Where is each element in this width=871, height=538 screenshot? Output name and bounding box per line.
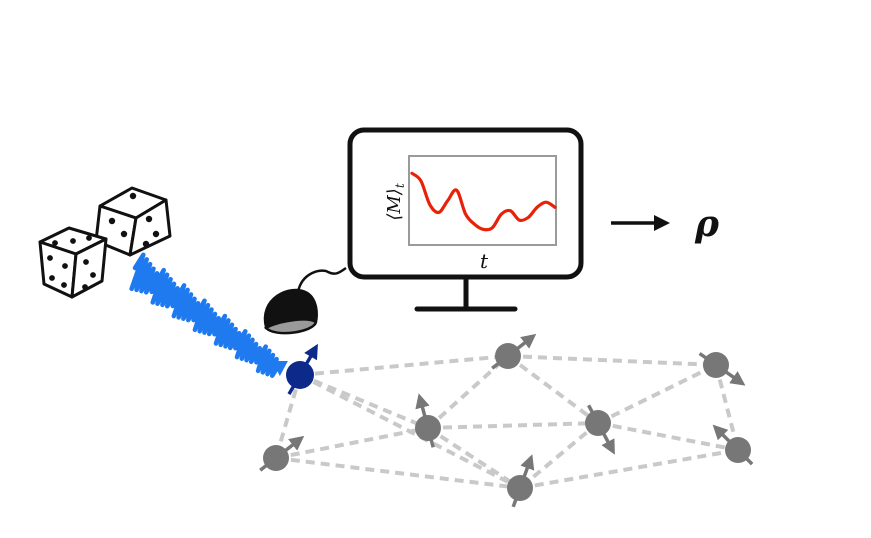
network-bond <box>519 448 739 490</box>
monitor-icon: ⟨M⟩t t <box>347 127 584 312</box>
plot-ylabel-main: ⟨M⟩ <box>384 188 405 220</box>
spin-site <box>259 435 305 472</box>
plot-area <box>408 155 557 246</box>
network-bond <box>597 363 717 425</box>
dice-icon <box>38 186 172 299</box>
probe-spin-node <box>286 361 314 389</box>
network-bond <box>518 421 600 490</box>
spin-site <box>712 424 754 466</box>
network-bond <box>426 354 510 430</box>
network-bond <box>507 354 717 367</box>
probe-spin <box>286 343 318 395</box>
network-bond <box>275 426 429 460</box>
spin-node <box>703 352 729 378</box>
network-spins <box>259 333 754 508</box>
spin-node <box>507 475 533 501</box>
spin-node <box>415 415 441 441</box>
plot-ylabel: ⟨M⟩t <box>384 183 407 220</box>
output-symbol: ρ <box>694 203 720 245</box>
die-front <box>38 226 108 299</box>
probe-detector-icon <box>263 266 347 335</box>
spin-site <box>415 393 441 448</box>
network-bond <box>597 421 739 452</box>
noise-wave-icon <box>129 252 288 378</box>
spin-site <box>698 352 746 386</box>
spin-site <box>585 404 615 455</box>
network-bond <box>299 354 509 377</box>
network-bond <box>275 456 521 490</box>
spin-site <box>507 454 535 508</box>
network-bond <box>299 373 521 490</box>
spin-node <box>725 437 751 463</box>
spin-node <box>585 410 611 436</box>
network-bond <box>427 421 599 430</box>
network-bonds <box>274 354 740 490</box>
spin-network <box>259 333 754 508</box>
arrow-right-icon <box>611 215 670 231</box>
signal-line <box>410 171 557 232</box>
plot-xlabel: t <box>480 249 489 273</box>
spin-node <box>495 343 521 369</box>
spin-node <box>263 445 289 471</box>
die-back <box>94 186 172 257</box>
plot-ylabel-sub: t <box>393 183 407 188</box>
network-bond <box>506 354 600 425</box>
spin-site <box>491 333 537 370</box>
